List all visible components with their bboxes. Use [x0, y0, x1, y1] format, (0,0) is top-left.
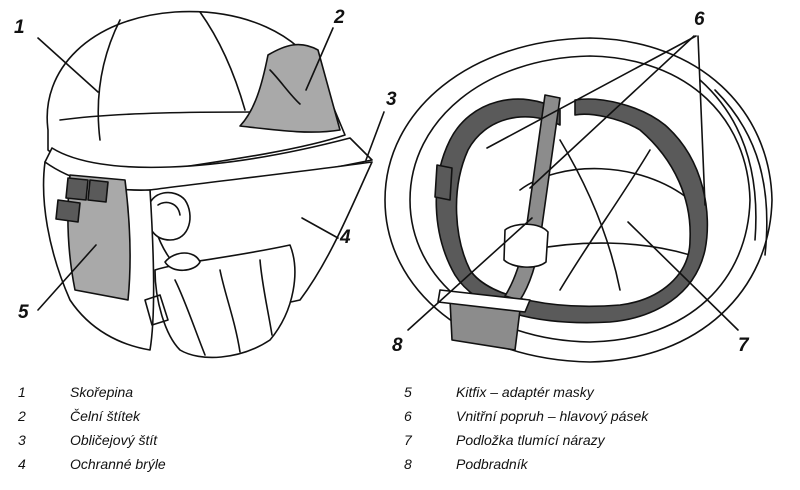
mask-seam [259, 259, 273, 336]
goggles [146, 191, 191, 241]
callout-2: 2 [334, 7, 345, 28]
legend-label: Podložka tlumící nárazy [456, 432, 605, 448]
callout-8: 8 [392, 335, 403, 356]
callout-4: 4 [340, 227, 351, 248]
leader-line-2 [305, 27, 334, 91]
legend-label: Skořepina [70, 384, 134, 400]
legend-number: 3 [18, 432, 26, 448]
cradle-straps [559, 149, 651, 291]
legend-label: Vnitřní popruh – hlavový pásek [456, 408, 649, 424]
leader-line-8 [407, 217, 533, 331]
front-badge [239, 43, 341, 133]
shell-ridge [97, 19, 121, 141]
leader-line-3 [365, 111, 385, 161]
goggle-lens-edge [157, 201, 181, 216]
callout-1: 1 [14, 17, 25, 38]
callout-6: 6 [694, 9, 705, 30]
mask-seam [219, 269, 241, 353]
legend-label: Podbradník [456, 456, 528, 472]
legend-label: Kitfix – adaptér masky [456, 384, 594, 400]
cradle-straps [559, 139, 621, 291]
visor-rim-lines [714, 89, 768, 256]
leader-line-5 [37, 244, 97, 311]
leader-line-6b [697, 35, 706, 206]
leader-line-6a [486, 35, 697, 149]
leader-line-7 [627, 221, 739, 331]
kitfix-slot [87, 179, 109, 203]
callout-3: 3 [386, 89, 397, 110]
callout-5: 5 [18, 302, 29, 323]
mask [154, 244, 296, 359]
helmet-diagram [37, 10, 773, 363]
leader-line-6c [529, 35, 695, 189]
legend-number: 5 [404, 384, 412, 400]
legend-number: 8 [404, 456, 412, 472]
side-clip [434, 164, 453, 201]
impact-padding [435, 98, 709, 324]
visor-rim-lines [699, 79, 757, 241]
kitfix-slot [55, 199, 81, 223]
chin-strap-buckle [503, 223, 549, 268]
leader-line-1 [37, 37, 99, 93]
legend-label: Ochranné brýle [70, 456, 166, 472]
legend-number: 2 [18, 408, 26, 424]
legend-label: Obličejový štít [70, 432, 158, 448]
mask-nose [164, 252, 201, 272]
chin-strap-buckle [144, 294, 169, 326]
mask-seam [174, 279, 206, 356]
helmet-interior-view [384, 35, 773, 363]
legend-number: 7 [404, 432, 412, 448]
leader-line-4 [301, 217, 339, 239]
front-badge-edge [269, 69, 301, 105]
helmet-exterior-view [37, 10, 385, 359]
legend-number: 6 [404, 408, 412, 424]
kitfix-slot [65, 177, 89, 201]
legend-number: 1 [18, 384, 26, 400]
legend-number: 4 [18, 456, 26, 472]
shell-seam [59, 111, 271, 121]
legend-label: Čelní štítek [70, 408, 141, 424]
callout-7: 7 [738, 335, 749, 356]
shell-ridge [199, 11, 246, 111]
interior-bracket-top [437, 289, 531, 313]
